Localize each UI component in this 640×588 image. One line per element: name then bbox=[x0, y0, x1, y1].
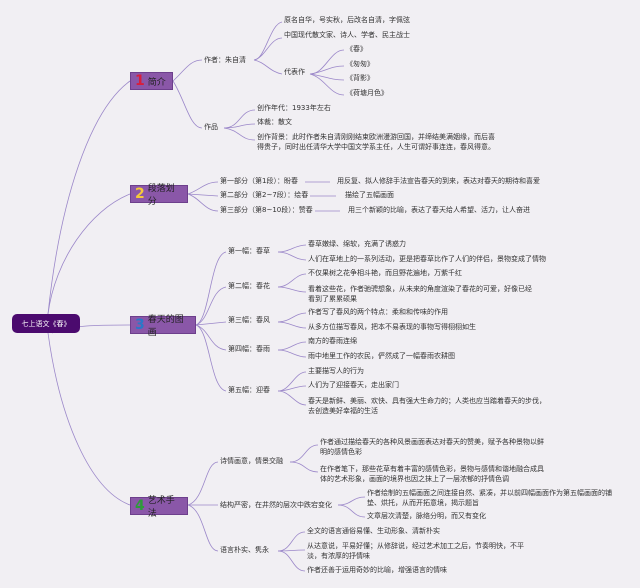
node-leaf[interactable]: 《匆匆》 bbox=[346, 60, 374, 68]
branch-label: 艺术手法 bbox=[147, 496, 175, 519]
node-leaf[interactable]: 从达意说，平易好懂；从修辞说，经过艺术加工之后，节奏明快，不平淡，有浓厚的抒情味 bbox=[307, 542, 524, 560]
node-technique[interactable]: 诗情画意，情景交融 bbox=[220, 457, 283, 465]
node-leaf[interactable]: 作者写了春风的两个特点：柔和和传味的作用 bbox=[308, 308, 448, 316]
node-part[interactable]: 第一部分（第1段）：盼春 bbox=[220, 177, 298, 185]
node-scene[interactable]: 第三幅：春风 bbox=[228, 316, 270, 324]
node-technique[interactable]: 语言朴实、隽永 bbox=[220, 546, 269, 554]
node-works[interactable]: 作品 bbox=[204, 123, 218, 131]
node-leaf[interactable]: 春天是新鲜、美丽、欢快、具有强大生命力的；人类也应当踏着春天的步伐，去创造美好幸… bbox=[308, 397, 546, 415]
branch-label: 简介 bbox=[147, 77, 166, 88]
node-scene[interactable]: 第四幅：春雨 bbox=[228, 345, 270, 353]
node-part[interactable]: 第三部分（第8~10段）：赞春 bbox=[220, 206, 313, 214]
node-leaf[interactable]: 《荷塘月色》 bbox=[346, 89, 388, 97]
node-leaf[interactable]: 用反复、拟人修辞手法宣告春天的到来，表达对春天的期待和喜爱 bbox=[337, 177, 540, 185]
node-part[interactable]: 第二部分（第2~7段）：绘春 bbox=[220, 191, 309, 199]
node-leaf[interactable]: 不仅果树之花争相斗艳，而且野花遍地，万紫千红 bbox=[308, 269, 462, 277]
node-scene[interactable]: 第五幅：迎春 bbox=[228, 386, 270, 394]
node-leaf[interactable]: 作者还善于运用奇妙的比喻，增强语言的情味 bbox=[307, 566, 447, 574]
node-leaf[interactable]: 春草嫩绿、绵软，充满了诱惑力 bbox=[308, 240, 406, 248]
node-leaf[interactable]: 用三个新颖的比喻，表达了春天给人希望、活力，让人奋进 bbox=[348, 206, 530, 214]
node-leaf[interactable]: 《背影》 bbox=[346, 74, 374, 82]
node-scene[interactable]: 第一幅：春草 bbox=[228, 247, 270, 255]
node-technique[interactable]: 结构严密，在井然的层次中跌宕变化 bbox=[220, 501, 332, 509]
branch-label: 段落划分 bbox=[147, 184, 175, 207]
node-leaf[interactable]: 体裁：散文 bbox=[257, 118, 292, 126]
node-leaf[interactable]: 描绘了五幅画面 bbox=[345, 191, 394, 199]
branch-number: 2 bbox=[135, 186, 145, 202]
node-leaf[interactable]: 作者绘制的五幅画面之间连接自然、紧凑，并以前四幅画面作为第五幅画面的铺垫、烘托，… bbox=[367, 489, 612, 507]
node-leaf[interactable]: 南方的春雨连绵 bbox=[308, 337, 357, 345]
branch-label: 春天的图画 bbox=[147, 315, 184, 338]
node-leaf[interactable]: 从多方位描写春风，把本不易表现的事物写得栩栩如生 bbox=[308, 323, 476, 331]
node-leaf[interactable]: 看着这些花，作者驰骋想象，从未来的角度渲染了春花的可爱，好像已经看到了累累硕果 bbox=[308, 285, 532, 303]
node-leaf[interactable]: 作者通过描绘春天的各种风景画面表达对春天的赞美，赋予各种景物以鲜明的感情色彩 bbox=[320, 438, 544, 456]
root-label: 七上语文《春》 bbox=[21, 319, 71, 328]
node-leaf[interactable]: 在作者笔下，那些花草有着丰富的感情色彩，景物与感情和谐地融合成具体的艺术形象，画… bbox=[320, 465, 544, 483]
node-author[interactable]: 作者：朱自清 bbox=[204, 56, 246, 64]
node-leaf[interactable]: 人们为了迎接春天，走出家门 bbox=[308, 381, 399, 389]
branch-number: 1 bbox=[135, 73, 145, 89]
node-leaf[interactable]: 人们在草地上的一系列活动，更是把春草比作了人们的伴侣，景物变成了情物 bbox=[308, 255, 546, 263]
node-leaf[interactable]: 文章层次清楚，脉络分明，而又有变化 bbox=[367, 512, 486, 520]
root-node[interactable]: 七上语文《春》 bbox=[12, 314, 80, 333]
node-leaf[interactable]: 《春》 bbox=[346, 45, 367, 53]
node-leaf[interactable]: 中国现代散文家、诗人、学者、民主战士 bbox=[284, 31, 410, 39]
node-leaf[interactable]: 雨中地里工作的农民，俨然成了一幅春雨农耕图 bbox=[308, 352, 455, 360]
node-representative-works[interactable]: 代表作 bbox=[284, 68, 305, 76]
node-leaf[interactable]: 全文的语言通俗易懂、生动形象、清新朴实 bbox=[307, 527, 440, 535]
node-leaf[interactable]: 创作背景：此时作者朱自清刚刚结束欧洲漫游回国，并缔结美满姻缘，而后喜得贵子，同时… bbox=[257, 133, 495, 151]
node-scene[interactable]: 第二幅：春花 bbox=[228, 282, 270, 290]
branch-number: 4 bbox=[135, 498, 145, 514]
node-leaf[interactable]: 原名自华，号实秋，后改名自清，字佩弦 bbox=[284, 16, 410, 24]
branch-number: 3 bbox=[135, 317, 145, 333]
node-leaf[interactable]: 主要描写人的行为 bbox=[308, 367, 364, 375]
node-leaf[interactable]: 创作年代：1933年左右 bbox=[257, 104, 331, 112]
